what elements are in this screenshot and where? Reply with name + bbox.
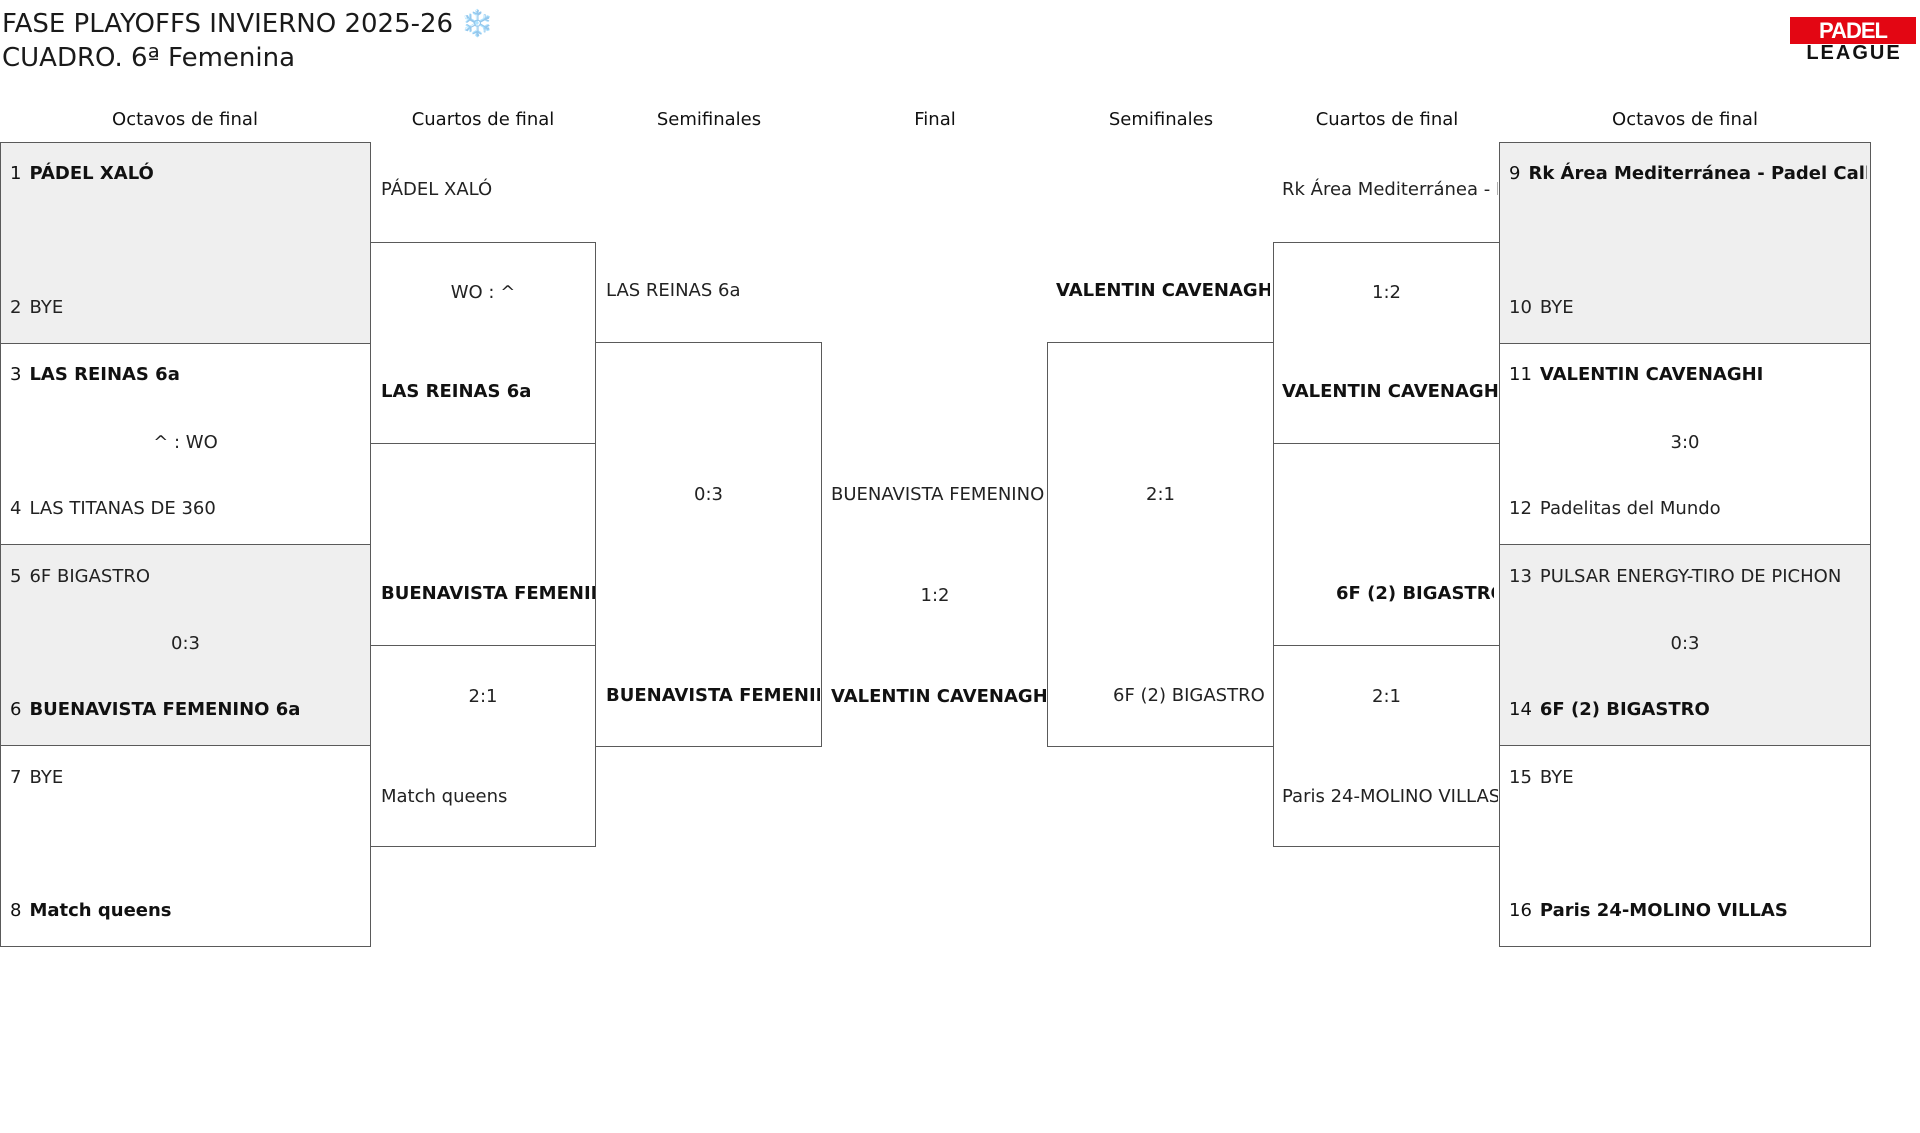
team-name: 6F (2) BIGASTRO [1539, 699, 1710, 720]
team-slot[interactable]: 14 6F (2) BIGASTRO [1509, 698, 1867, 722]
padel-team-league-logo: PADEL TEAM LEAGUE [1790, 17, 1918, 70]
match-box-left-qf-1[interactable] [370, 242, 596, 444]
team-name: VALENTIN CAVENAGHI [1539, 364, 1764, 385]
team-name: PÁDEL XALÓ [29, 163, 154, 184]
seed-number: 1 [10, 163, 22, 184]
team-slot[interactable]: 10 BYE [1509, 296, 1867, 320]
page-title: FASE PLAYOFFS INVIERNO 2025-26 ❄️ [2, 9, 494, 39]
logo-top-text: PADEL TEAM [1790, 17, 1916, 70]
match-score: 0:3 [171, 633, 200, 654]
team-name[interactable]: BUENAVISTA FEMENINO 6a [606, 685, 820, 706]
seed-number: 13 [1509, 566, 1532, 587]
team-slot[interactable]: 1 PÁDEL XALÓ [10, 162, 365, 186]
logo-bottom-text: LEAGUE [1806, 42, 1902, 64]
match-box-left-sf[interactable] [595, 342, 822, 747]
team-slot[interactable]: 6 BUENAVISTA FEMENINO 6a [10, 698, 365, 722]
col-header-right-r16: Octavos de final [1612, 109, 1758, 130]
col-header-right-sf: Semifinales [1108, 109, 1214, 130]
match-box-right-qf-2[interactable] [1273, 645, 1500, 847]
team-name: LAS TITANAS DE 360 [29, 498, 216, 519]
team-slot[interactable]: 5 6F BIGASTRO [10, 565, 365, 589]
team-name: BUENAVISTA FEMENINO 6a [29, 699, 301, 720]
match-box-right-r16-2[interactable] [1499, 343, 1871, 545]
team-slot[interactable]: 13 PULSAR ENERGY-TIRO DE PICHON [1509, 565, 1867, 589]
seed-number: 12 [1509, 498, 1532, 519]
team-slot[interactable]: 4 LAS TITANAS DE 360 [10, 497, 365, 521]
seed-number: 7 [10, 767, 22, 788]
team-name: Rk Área Mediterránea - Padel Callosa [1528, 163, 1867, 184]
team-name[interactable]: VALENTIN CAVENAGHI [1056, 280, 1270, 301]
team-name: LAS REINAS 6a [29, 364, 180, 385]
match-box-right-r16-1[interactable] [1499, 142, 1871, 344]
team-name: BYE [29, 297, 64, 318]
team-name: PULSAR ENERGY-TIRO DE PICHON [1539, 566, 1842, 587]
page-subtitle: CUADRO. 6ª Femenina [2, 43, 296, 73]
team-name[interactable]: Paris 24-MOLINO VILLAS [1282, 786, 1498, 807]
team-name: Padelitas del Mundo [1539, 498, 1721, 519]
seed-number: 15 [1509, 767, 1532, 788]
match-box-left-r16-1[interactable] [0, 142, 371, 344]
team-slot[interactable]: 2 BYE [10, 296, 365, 320]
match-score: 2:1 [1146, 484, 1175, 505]
team-slot[interactable]: 9 Rk Área Mediterránea - Padel Callosa [1509, 162, 1867, 186]
match-score: WO : ^ [450, 282, 516, 303]
match-score: 1:2 [920, 585, 950, 606]
seed-number: 2 [10, 297, 22, 318]
team-name: Match queens [29, 900, 172, 921]
team-name[interactable]: LAS REINAS 6a [606, 280, 741, 301]
seed-number: 8 [10, 900, 22, 921]
team-slot[interactable]: 8 Match queens [10, 899, 365, 923]
team-name: BYE [1539, 767, 1574, 788]
col-header-left-sf: Semifinales [656, 109, 762, 130]
match-score: 2:1 [1372, 686, 1401, 707]
team-name[interactable]: BUENAVISTA FEMENINO 6a [831, 484, 1046, 505]
team-name[interactable]: BUENAVISTA FEMENINO 6a [381, 583, 595, 604]
match-score: 2:1 [468, 686, 498, 707]
match-box-left-r16-2[interactable] [0, 343, 371, 545]
col-header-final: Final [914, 109, 956, 130]
match-score: 3:0 [1670, 432, 1700, 453]
team-slot[interactable]: 7 BYE [10, 766, 365, 790]
team-name[interactable]: PÁDEL XALÓ [381, 179, 493, 200]
team-name: BYE [29, 767, 64, 788]
team-name[interactable]: 6F (2) BIGASTRO [1336, 583, 1494, 604]
team-name[interactable]: VALENTIN CAVENAGHI [1282, 381, 1498, 402]
seed-number: 10 [1509, 297, 1532, 318]
team-name[interactable]: Rk Área Mediterránea - Padel Callosa [1282, 179, 1498, 200]
match-score: 0:3 [1670, 633, 1700, 654]
col-header-right-qf: Cuartos de final [1315, 109, 1459, 130]
match-box-right-qf-1[interactable] [1273, 242, 1500, 444]
team-slot[interactable]: 12 Padelitas del Mundo [1509, 497, 1867, 521]
match-score: ^ : WO [153, 432, 218, 453]
team-name: BYE [1539, 297, 1574, 318]
team-name[interactable]: VALENTIN CAVENAGHI [831, 686, 1046, 707]
team-slot[interactable]: 15 BYE [1509, 766, 1867, 790]
match-box-left-r16-4[interactable] [0, 745, 371, 947]
match-box-right-r16-4[interactable] [1499, 745, 1871, 947]
seed-number: 9 [1509, 163, 1521, 184]
team-slot[interactable]: 3 LAS REINAS 6a [10, 363, 365, 387]
team-name: 6F BIGASTRO [29, 566, 150, 587]
seed-number: 16 [1509, 900, 1532, 921]
team-name[interactable]: Match queens [381, 786, 508, 807]
seed-number: 4 [10, 498, 22, 519]
match-box-left-qf-2[interactable] [370, 645, 596, 847]
team-name[interactable]: 6F (2) BIGASTRO [1113, 685, 1265, 706]
match-score: 0:3 [694, 484, 723, 505]
match-box-right-r16-3[interactable] [1499, 544, 1871, 746]
team-name[interactable]: LAS REINAS 6a [381, 381, 532, 402]
team-slot[interactable]: 16 Paris 24-MOLINO VILLAS [1509, 899, 1867, 923]
col-header-left-r16: Octavos de final [112, 109, 258, 130]
seed-number: 5 [10, 566, 22, 587]
team-slot[interactable]: 11 VALENTIN CAVENAGHI [1509, 363, 1867, 387]
team-name: Paris 24-MOLINO VILLAS [1539, 900, 1788, 921]
seed-number: 14 [1509, 699, 1532, 720]
col-header-left-qf: Cuartos de final [411, 109, 555, 130]
match-box-right-sf[interactable] [1047, 342, 1274, 747]
match-score: 1:2 [1372, 282, 1401, 303]
seed-number: 11 [1509, 364, 1532, 385]
seed-number: 6 [10, 699, 22, 720]
seed-number: 3 [10, 364, 22, 385]
